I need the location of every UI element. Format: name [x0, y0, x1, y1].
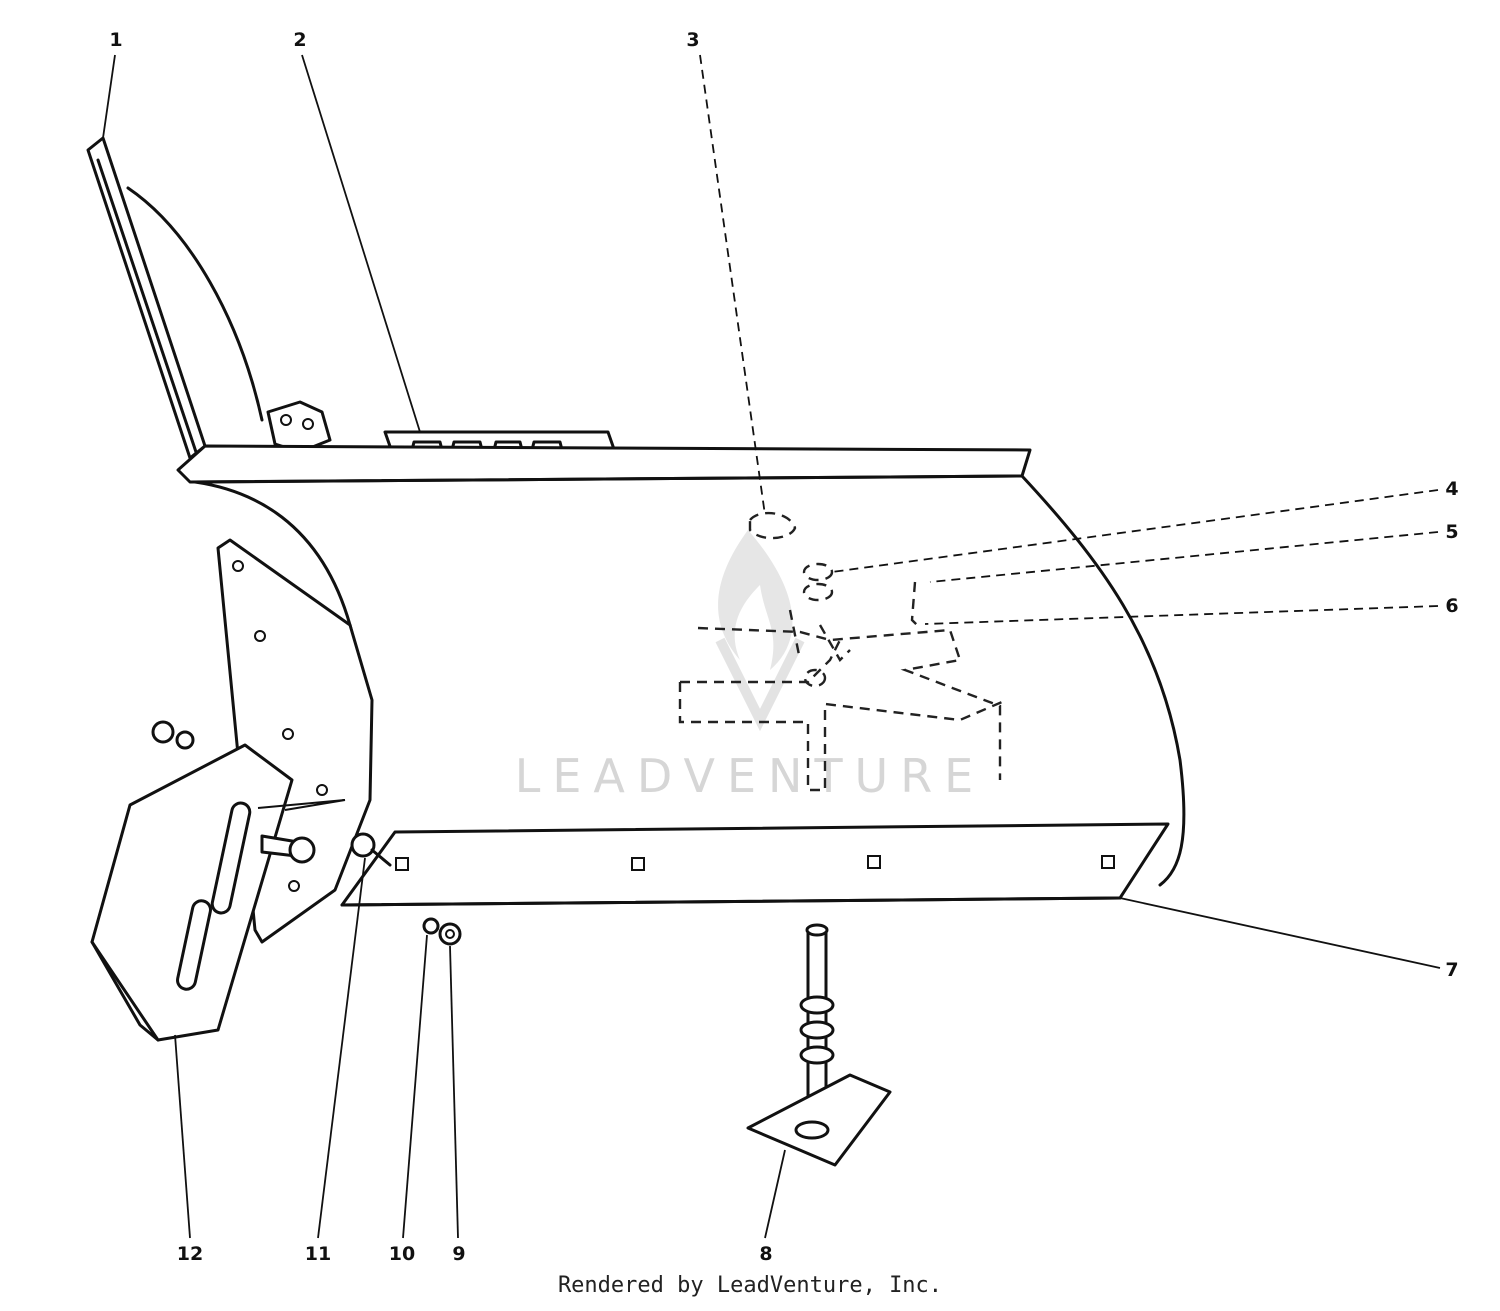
- part-8-pivot-pin: [746, 923, 892, 1167]
- callout-6: 6: [1445, 595, 1458, 617]
- part-7-cutting-edge: [340, 822, 1170, 907]
- watermark: LEADVENTURE: [515, 530, 986, 803]
- callout-9: 9: [452, 1243, 465, 1265]
- callout-5: 5: [1445, 521, 1458, 543]
- render-credit: Rendered by LeadVenture, Inc.: [557, 1273, 943, 1298]
- callout-2: 2: [293, 29, 306, 51]
- callout-12: 12: [177, 1243, 203, 1265]
- blade-face: [193, 474, 1186, 887]
- part-11-carriage-bolt: [350, 832, 392, 867]
- watermark-text: LEADVENTURE: [515, 749, 986, 803]
- callout-labels: 1 2 3 4 5 6 7 8 9 10 11 12: [109, 29, 1458, 1265]
- watermark-v-icon: [715, 637, 805, 732]
- part-1-hinge-bracket: [266, 400, 332, 454]
- part-9-10-nut-washer: [422, 917, 462, 946]
- callout-10: 10: [389, 1243, 415, 1265]
- part-1-upper-moldboard: [86, 136, 332, 460]
- blade-top-flange: [176, 444, 1032, 484]
- callout-8: 8: [759, 1243, 772, 1265]
- callout-1: 1: [109, 29, 122, 51]
- callout-3: 3: [686, 29, 699, 51]
- hidden-mount-frame: [678, 511, 1003, 792]
- callout-11: 11: [305, 1243, 331, 1265]
- main-blade: [176, 444, 1186, 944]
- watermark-flame-icon: [718, 530, 793, 670]
- leader-lines: [102, 54, 1441, 1239]
- callout-7: 7: [1445, 959, 1458, 981]
- part-12-skid-shoe: [90, 720, 346, 1042]
- callout-4: 4: [1445, 478, 1458, 500]
